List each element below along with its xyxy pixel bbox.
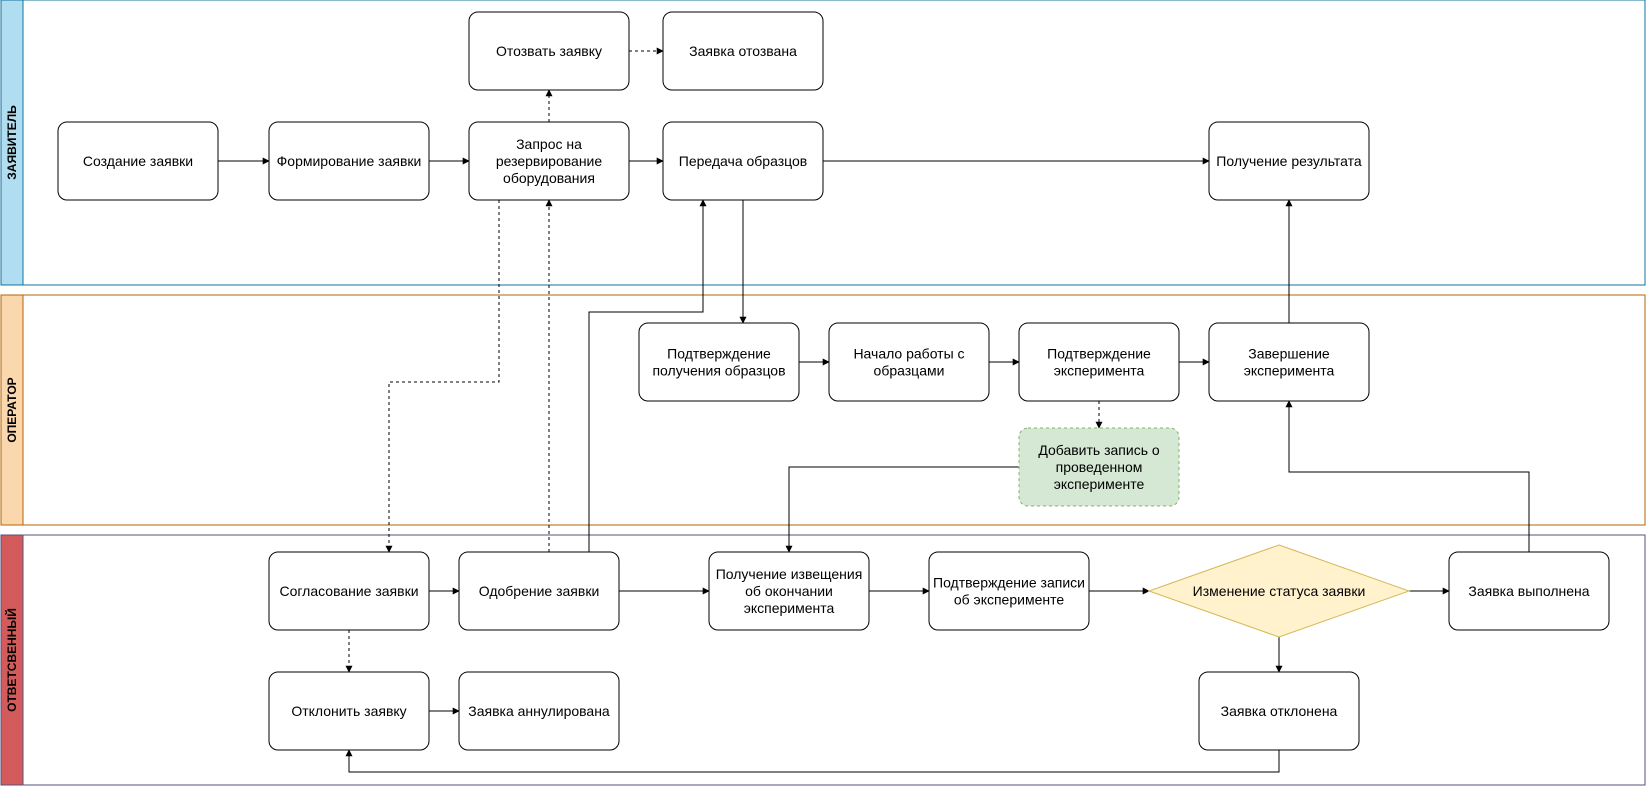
node-label-line: Запрос на xyxy=(516,136,582,152)
process-shape xyxy=(1018,427,1180,507)
process-shape xyxy=(1448,551,1610,631)
node-agree[interactable]: Согласование заявки xyxy=(268,551,430,631)
process-shape xyxy=(1198,671,1360,751)
lane-body xyxy=(0,294,1646,526)
node-label-line: Заявка отклонена xyxy=(1221,703,1338,719)
process-shape xyxy=(458,551,620,631)
node-done[interactable]: Заявка выполнена xyxy=(1448,551,1610,631)
node-label-line: резервирование xyxy=(496,153,603,169)
node-label-line: Подтверждение xyxy=(667,346,771,362)
node-withdrawn[interactable]: Заявка отозвана xyxy=(662,11,824,91)
node-withdraw[interactable]: Отозвать заявку xyxy=(468,11,630,91)
lane-label: ОПЕРАТОР xyxy=(5,377,19,442)
node-label-line: эксперименте xyxy=(1054,476,1145,492)
process-shape xyxy=(1208,121,1370,201)
node-result[interactable]: Получение результата xyxy=(1208,121,1370,201)
process-shape xyxy=(1018,322,1180,402)
process-shape xyxy=(458,671,620,751)
lane-header xyxy=(0,294,24,526)
node-label-line: Изменение статуса заявки xyxy=(1193,583,1366,599)
node-annulled[interactable]: Заявка аннулирована xyxy=(458,671,620,751)
node-label-line: Получение извещения xyxy=(716,566,863,582)
node-label-line: эксперимента xyxy=(1244,363,1335,379)
node-approve[interactable]: Одобрение заявки xyxy=(458,551,620,631)
process-shape xyxy=(268,671,430,751)
process-shape xyxy=(268,121,430,201)
node-label-line: Подтверждение xyxy=(1047,346,1151,362)
lane-operator: ОПЕРАТОР xyxy=(0,294,1646,526)
lane-header xyxy=(0,534,24,786)
process-shape xyxy=(638,322,800,402)
nodes-layer: Создание заявки Формирование заявки Запрос… xyxy=(57,11,1610,751)
node-label-line: Создание заявки xyxy=(83,153,193,169)
edge-reserve-to-agree xyxy=(385,200,500,553)
node-label-line: Добавить запись о xyxy=(1038,442,1160,458)
node-rejected[interactable]: Заявка отклонена xyxy=(1198,671,1360,751)
node-label-line: образцами xyxy=(874,363,945,379)
edges-layer xyxy=(218,47,1530,773)
node-label-line: Отклонить заявку xyxy=(291,703,406,719)
node-reject[interactable]: Отклонить заявку xyxy=(268,671,430,751)
process-shape xyxy=(1208,322,1370,402)
node-label-line: об окончании xyxy=(745,583,833,599)
node-label-line: Одобрение заявки xyxy=(479,583,600,599)
node-label-line: оборудования xyxy=(503,170,595,186)
process-shape xyxy=(468,11,630,91)
process-shape xyxy=(57,121,219,201)
edge-approve-to-transfer xyxy=(588,199,707,552)
lane-header xyxy=(0,0,24,286)
node-label-line: Начало работы с xyxy=(853,346,964,362)
node-transfer[interactable]: Передача образцов xyxy=(662,121,824,201)
node-label-line: Заявка аннулирована xyxy=(468,703,610,719)
node-status-change[interactable]: Изменение статуса заявки xyxy=(1147,544,1411,638)
node-form[interactable]: Формирование заявки xyxy=(268,121,430,201)
node-label-line: Получение результата xyxy=(1216,153,1362,169)
edge-done-to-finish_exp xyxy=(1285,400,1530,552)
lane-label: ЗАЯВИТЕЛЬ xyxy=(5,105,19,180)
node-label-line: эксперимента xyxy=(744,600,835,616)
node-label-line: Согласование заявки xyxy=(279,583,418,599)
node-label-line: Отозвать заявку xyxy=(496,43,602,59)
node-label-line: Передача образцов xyxy=(679,153,807,169)
node-label-line: проведенном xyxy=(1056,459,1143,475)
edge-add_record-to-notice xyxy=(785,466,1019,553)
edge-rejected-to-reject xyxy=(345,749,1280,773)
node-label-line: Заявка отозвана xyxy=(689,43,797,59)
node-label-line: Формирование заявки xyxy=(277,153,422,169)
node-label-line: Завершение xyxy=(1248,346,1330,362)
process-shape xyxy=(268,551,430,631)
decision-shape xyxy=(1147,544,1411,638)
node-label-line: эксперимента xyxy=(1054,363,1145,379)
node-label-line: получения образцов xyxy=(652,363,785,379)
node-label-line: Подтверждение записи xyxy=(933,575,1085,591)
process-shape xyxy=(928,551,1090,631)
node-label-line: Заявка выполнена xyxy=(1468,583,1589,599)
lane-label: ОТВЕТСВЕННЫЙ xyxy=(4,608,19,712)
process-shape xyxy=(708,551,870,631)
process-shape xyxy=(662,121,824,201)
process-shape xyxy=(662,11,824,91)
process-shape xyxy=(468,121,630,201)
node-label-line: об эксперименте xyxy=(954,592,1064,608)
node-create[interactable]: Создание заявки xyxy=(57,121,219,201)
process-shape xyxy=(828,322,990,402)
